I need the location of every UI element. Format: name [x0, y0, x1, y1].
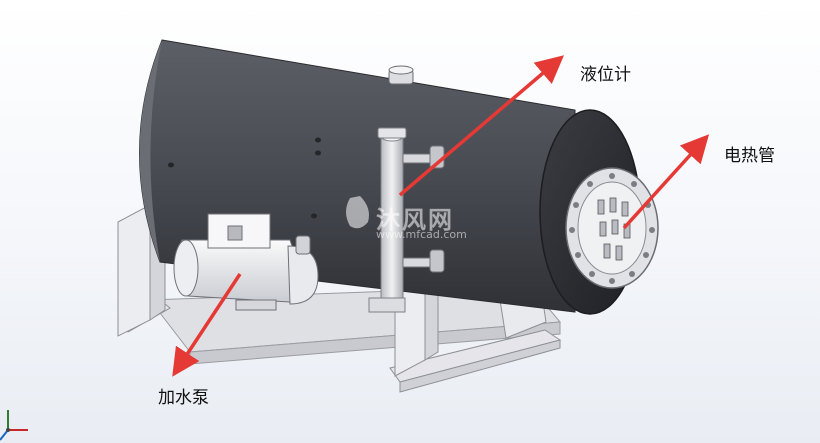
watermark-logo — [346, 196, 369, 229]
feed-pump — [173, 213, 319, 311]
heating-tube-arrow — [622, 134, 710, 230]
level-gauge-label: 液位计 — [580, 65, 631, 85]
level-gauge-column — [368, 127, 445, 313]
heating-tube-label: 电热管 — [724, 146, 775, 166]
level-gauge-arrow — [398, 55, 564, 197]
axis-triad-icon — [0, 410, 28, 441]
feed-pump-arrow — [172, 273, 242, 377]
watermark-url: www.mfcad.com — [376, 228, 467, 241]
heater-flange — [565, 167, 659, 289]
feed-pump-label: 加水泵 — [158, 388, 209, 408]
top-nozzle — [388, 65, 414, 85]
watermark-brand: 沐风网 — [376, 206, 454, 234]
